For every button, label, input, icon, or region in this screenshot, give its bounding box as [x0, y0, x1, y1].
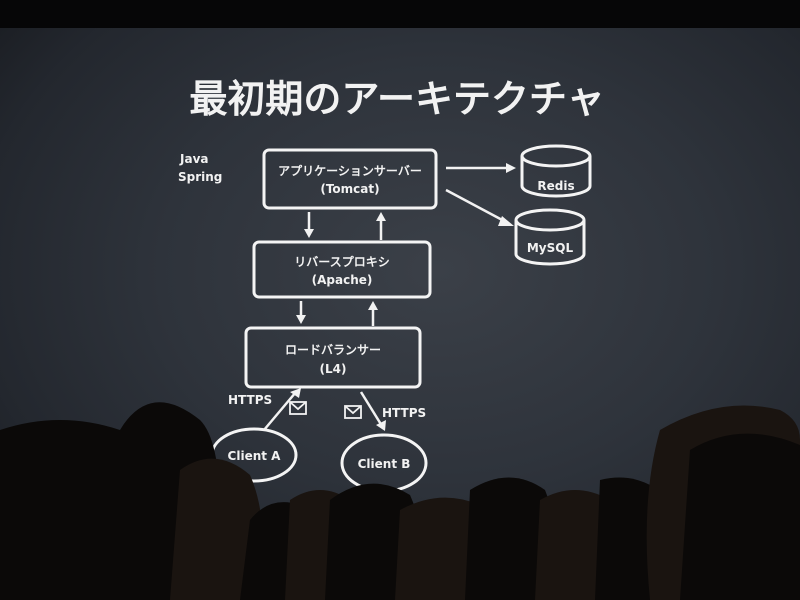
- link-client-a: [263, 391, 297, 431]
- stack-label-java: Java: [179, 152, 208, 166]
- arrowhead: [376, 212, 386, 221]
- audience-head: [170, 458, 264, 600]
- https-label-left: HTTPS: [228, 393, 272, 407]
- mysql-cylinder: MySQL: [514, 208, 586, 266]
- arrowhead: [296, 315, 306, 324]
- load-balancer-label: ロードバランサー: [285, 343, 381, 357]
- reverse-proxy-label: リバースプロキシ: [294, 254, 389, 269]
- link-client-b: [359, 391, 384, 427]
- arrowhead: [506, 163, 516, 173]
- https-label-right: HTTPS: [382, 406, 426, 420]
- arrowhead: [498, 216, 514, 226]
- app-server-box: アプリケーションサーバー (Tomcat): [262, 148, 438, 210]
- app-server-sub: (Tomcat): [320, 182, 379, 196]
- load-balancer-sub: (L4): [320, 362, 347, 376]
- audience-head: [680, 433, 800, 600]
- audience-head: [0, 402, 220, 600]
- stack-label-spring: Spring: [178, 170, 222, 184]
- load-balancer-box: ロードバランサー (L4): [244, 326, 422, 389]
- mysql-label: MySQL: [527, 241, 574, 255]
- arrowhead: [290, 388, 301, 398]
- app-server-label: アプリケーションサーバー: [278, 163, 422, 178]
- reverse-proxy-box: リバースプロキシ (Apache): [252, 240, 432, 299]
- arrow-app-mysql: [445, 188, 507, 224]
- client-b-label: Client B: [358, 457, 411, 471]
- arrowhead: [368, 301, 378, 310]
- arrowhead: [376, 420, 386, 431]
- ceiling-strip: [0, 0, 800, 28]
- reverse-proxy-sub: (Apache): [312, 273, 373, 287]
- redis-cylinder: Redis: [520, 144, 592, 198]
- redis-label: Redis: [537, 179, 574, 193]
- envelope-icon: [289, 401, 307, 415]
- envelope-icon: [344, 405, 362, 419]
- arrowhead: [304, 229, 314, 238]
- slide-title: 最初期のアーキテクチャ: [189, 77, 604, 121]
- client-a-label: Client A: [228, 449, 282, 463]
